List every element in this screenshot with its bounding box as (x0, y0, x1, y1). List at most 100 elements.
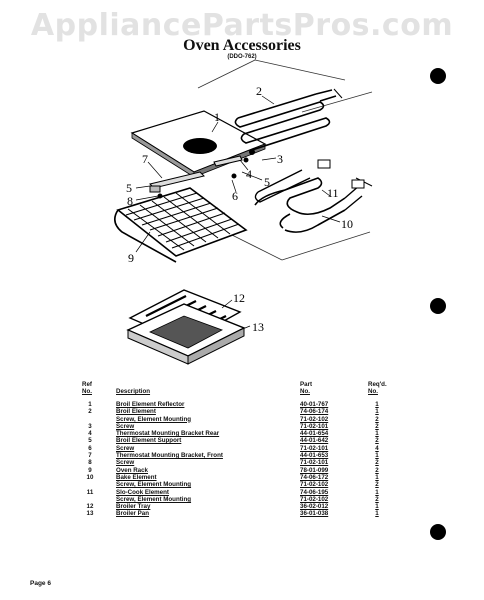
row-quantity: 1 (375, 430, 379, 438)
row-ref: 4 (88, 430, 92, 438)
binder-hole-middle (430, 298, 446, 314)
table-row: 5 Broil Element Support 44-01-642 2 (80, 437, 380, 444)
row-quantity: 1 (375, 473, 379, 481)
broil-element (234, 88, 343, 151)
callout-4: 4 (246, 167, 252, 181)
callout-6: 6 (232, 189, 238, 203)
row-description: Thermostat Mounting Bracket Rear (116, 430, 220, 438)
table-row: 12 Broiler Tray 36-02-012 1 (80, 503, 380, 510)
callout-10: 10 (341, 217, 353, 231)
row-description: Screw (116, 422, 135, 430)
row-ref: 7 (88, 452, 92, 460)
row-description: Broil Element Support (116, 437, 182, 445)
oven-rack (114, 187, 248, 263)
row-description: Screw (116, 459, 135, 467)
row-part-number: 44-01-654 (300, 430, 329, 438)
row-description: Broil Element (116, 408, 156, 416)
leader-lines (135, 95, 341, 331)
row-description: Broiler Tray (116, 503, 151, 511)
row-part-number: 74-06-174 (300, 408, 329, 416)
row-description: Oven Rack (116, 466, 148, 474)
row-part-number: 78-01-099 (300, 466, 329, 474)
slo-cook-element (254, 159, 373, 211)
row-part-number: 44-01-642 (300, 437, 329, 445)
row-description: Screw, Element Mounting (116, 495, 192, 503)
header-qty: Req'd. (368, 381, 387, 388)
page-title: Oven Accessories (183, 37, 301, 54)
callout-7: 7 (142, 152, 148, 166)
row-quantity: 2 (375, 437, 379, 445)
row-quantity: 2 (375, 481, 379, 489)
callout-13: 13 (252, 320, 264, 334)
row-description: Screw, Element Mounting (116, 415, 192, 423)
row-quantity: 1 (375, 510, 379, 518)
row-part-number: 71-02-101 (300, 459, 329, 467)
row-part-number: 36-02-012 (300, 503, 329, 511)
header-part: Part (300, 381, 313, 388)
row-ref: 8 (88, 459, 92, 467)
table-row: 1 Broil Element Reflector 40-01-767 1 (80, 401, 380, 408)
header-description: Description (116, 388, 151, 395)
row-ref: 5 (88, 437, 92, 445)
row-ref: 2 (88, 408, 92, 416)
callout-5-left: 5 (126, 181, 132, 195)
header-ref-no: No. (82, 388, 92, 395)
row-ref: 10 (86, 473, 94, 481)
row-part-number: 71-02-102 (300, 415, 329, 423)
callout-2: 2 (256, 84, 262, 98)
row-ref: 9 (88, 466, 92, 474)
binder-hole-top (430, 68, 446, 84)
bake-element (254, 177, 346, 233)
row-quantity: 1 (375, 452, 379, 460)
callout-12: 12 (233, 291, 245, 305)
exploded-parts-diagram: 1 2 3 4 5 5 6 7 8 9 10 11 12 13 (114, 59, 373, 365)
row-description: Screw, Element Mounting (116, 481, 192, 489)
callout-11: 11 (327, 186, 339, 200)
mounting-brackets (149, 149, 255, 199)
row-quantity: 2 (375, 459, 379, 467)
row-part-number: 71-02-102 (300, 495, 329, 503)
row-quantity: 4 (375, 444, 379, 452)
row-description: Broil Element Reflector (116, 401, 185, 408)
table-row: 4 Thermostat Mounting Bracket Rear 44-01-6… (80, 430, 380, 437)
row-part-number: 71-02-102 (300, 481, 329, 489)
row-ref: 12 (86, 503, 94, 511)
row-part-number: 71-02-101 (300, 444, 329, 452)
callout-8: 8 (127, 194, 133, 208)
row-quantity: 1 (375, 503, 379, 511)
row-ref: 1 (88, 401, 92, 408)
row-part-number: 40-01-767 (300, 401, 329, 408)
watermark: AppliancePartsPros.com (30, 8, 454, 43)
broil-element-reflector (130, 110, 267, 178)
page-number: Page 6 (30, 580, 51, 587)
row-ref: 11 (86, 488, 94, 496)
callout-3: 3 (277, 152, 283, 166)
callout-1: 1 (214, 110, 220, 124)
header-ref: Ref (82, 381, 92, 388)
table-header: Ref No. Description Part No. Req'd. No. (80, 381, 387, 401)
row-description: Slo-Cook Element (116, 488, 169, 496)
binder-hole-bottom (430, 524, 446, 540)
row-part-number: 74-06-172 (300, 473, 329, 481)
row-description: Broiler Pan (116, 510, 150, 518)
row-description: Screw (116, 444, 135, 452)
row-part-number: 74-06-195 (300, 488, 329, 496)
table-row: 11 Slo-Cook Element 74-06-195 1 (80, 489, 380, 496)
row-quantity: 1 (375, 401, 379, 408)
oven-cavity-lines (197, 59, 373, 261)
row-quantity: 2 (375, 415, 379, 423)
header-part-no: No. (300, 388, 310, 395)
row-quantity: 2 (375, 466, 379, 474)
row-quantity: 1 (375, 488, 379, 496)
row-ref: 3 (88, 422, 92, 430)
row-ref: 13 (86, 510, 94, 518)
table-row: 9 Oven Rack 78-01-099 2 (80, 467, 380, 474)
table-row: 8 Screw 71-02-101 2 (80, 459, 380, 466)
